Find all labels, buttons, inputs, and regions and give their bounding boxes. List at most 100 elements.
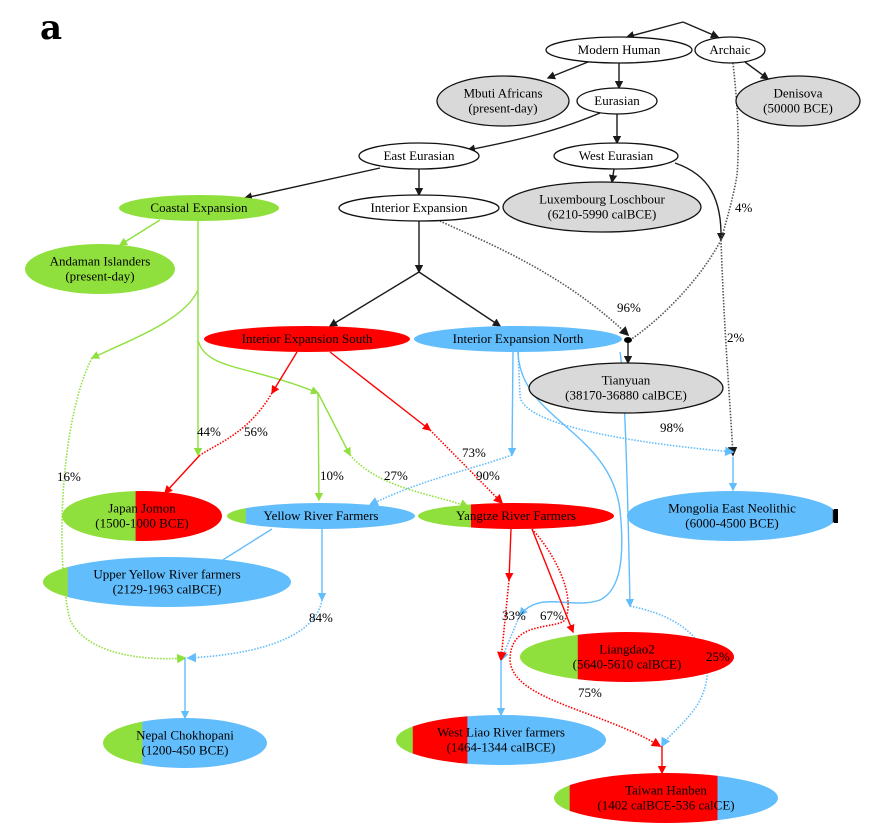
node-shape (358, 142, 480, 170)
edge-label-yangtze-westliao: 33% (502, 608, 526, 623)
node-shape (735, 75, 861, 127)
node-label: Upper Yellow River farmers (93, 567, 240, 582)
node-label: East Eurasian (383, 148, 455, 163)
edge-coastal-andaman (118, 219, 161, 246)
node-label: (6210-5990 calBCE) (548, 207, 657, 222)
edge-west-junction (674, 162, 726, 242)
node-shape (545, 36, 693, 64)
node-nepal: Nepal Chokhopani(1200-450 BCE) (103, 718, 267, 768)
edge-label-coastal-yangtze: 27% (384, 468, 408, 483)
node-eurasian: Eurasian (576, 87, 658, 115)
node-interior-south: Interior Expansion South (204, 326, 410, 352)
node-label: Mongolia East Neolithic (668, 501, 796, 516)
edge-label-interior-tianyuan: 96% (617, 300, 641, 315)
edge-split-north (418, 271, 502, 327)
edge-yellow-nepal-b (186, 599, 323, 663)
edge-yangtze-liangdao (531, 528, 575, 634)
edge-label-yellow-nepal: 84% (309, 610, 333, 625)
edge-label-north-yellow: 90% (476, 468, 500, 483)
node-label: (6000-4500 BCE) (685, 516, 779, 531)
node-label: Liangdao2 (599, 642, 655, 657)
node-label: (1464-1344 calBCE) (447, 740, 556, 755)
node-label: (2129-1963 calBCE) (113, 582, 222, 597)
node-japan-jomon: Japan Jomon(1500-1000 BCE) (62, 491, 222, 541)
node-interior-expansion: Interior Expansion (338, 194, 500, 222)
edge-coastal-split (197, 339, 320, 395)
node-label: Modern Human (578, 42, 661, 57)
edge-junction-mongolia (720, 239, 738, 457)
edge-coastal-yangtze-b (349, 454, 470, 509)
node-segment-interior_south (569, 773, 719, 823)
edge-modern-mbuti (546, 61, 589, 80)
edge-south-yangtze-a (329, 351, 432, 431)
node-shape (576, 87, 658, 115)
edge-coastal-nepal-b (61, 357, 187, 664)
node-label: Andaman Islanders (50, 254, 151, 269)
edge-label-coastal-yellow: 10% (320, 468, 344, 483)
node-label: Japan Jomon (108, 501, 176, 516)
edge-coastal-nepal-a (90, 289, 199, 359)
node-mbuti: Mbuti Africans(present-day) (436, 75, 570, 127)
node-label: Interior Expansion South (242, 331, 373, 346)
edge-label-archaic-tianyuan: 4% (735, 200, 753, 215)
edge-root-modern (625, 21, 684, 40)
node-label: Nepal Chokhopani (136, 728, 234, 743)
node-label: Coastal Expansion (150, 200, 248, 215)
node-coastal-expansion: Coastal Expansion (119, 195, 279, 221)
node-taiwan-hanben: Taiwan Hanben(1402 calBCE-536 calCE) (554, 773, 778, 823)
node-yangtze-river: Yangtze River Farmers (418, 503, 614, 529)
edge-label-north-taiwan: 25% (706, 649, 730, 664)
node-label: Taiwan Hanben (625, 783, 707, 798)
node-segment-coastal (43, 557, 69, 607)
edge-label-archaic-mongolia: 2% (727, 330, 745, 345)
admix-junction-dot (624, 337, 632, 343)
node-shape (694, 36, 766, 64)
node-label: (1500-1000 BCE) (95, 516, 189, 531)
node-label: (50000 BCE) (763, 101, 833, 116)
node-label: Denisova (773, 86, 822, 101)
edge-split-south (328, 271, 420, 327)
node-segment-coastal (227, 503, 247, 529)
node-luxembourg: Luxembourg Loschbour(6210-5990 calBCE) (502, 181, 702, 233)
node-label: (present-day) (468, 101, 537, 116)
edge-north-westliao-b (499, 614, 521, 662)
node-west-liao: West Liao River farmers(1464-1344 calBCE… (396, 715, 606, 765)
node-label: West Liao River farmers (437, 725, 565, 740)
node-mongolia: Mongolia East Neolithic(6000-4500 BCE) (627, 491, 837, 541)
edge-north-westliao-a (517, 351, 623, 617)
edge-labels: 4%96%2%98%44%56%16%10%27%73%90%84%33%67%… (57, 200, 753, 700)
node-west-eurasian: West Eurasian (553, 142, 679, 170)
node-label: (5640-5610 calBCE) (573, 657, 682, 672)
node-label: (1402 calBCE-536 calCE) (597, 798, 734, 813)
edge-eurasian-east (466, 112, 601, 153)
node-shape (204, 326, 410, 352)
edge-west-luxembourg (608, 168, 618, 184)
edge-north-mongolia (517, 351, 735, 457)
node-andaman: Andaman Islanders(present-day) (25, 244, 175, 294)
panel-label: a (40, 8, 63, 48)
node-upper-yellow: Upper Yellow River farmers(2129-1963 cal… (43, 557, 291, 607)
node-shape (414, 326, 622, 352)
archaic-admix-marker (834, 509, 838, 523)
node-label: (38170-36880 calBCE) (565, 388, 687, 403)
edge-north-yellow-b (368, 454, 513, 506)
edge-yangtze-taiwan (509, 528, 662, 747)
edge-label-coastal-nepal: 16% (57, 469, 81, 484)
node-denisova: Denisova(50000 BCE) (735, 75, 861, 127)
edge-north-yellow-a (507, 351, 517, 457)
edge-junction-tianyuan (629, 239, 722, 341)
node-label: Luxembourg Loschbour (539, 192, 665, 207)
node-label: (present-day) (65, 269, 134, 284)
node-label: Interior Expansion North (453, 331, 584, 346)
node-segment-coastal (396, 715, 414, 765)
node-segment-interior_north (67, 557, 291, 607)
edge-archaic-admix (720, 62, 740, 241)
node-shape (436, 75, 570, 127)
edge-jomon-in (164, 454, 201, 495)
edge-yangtze-westliao-a (505, 528, 514, 582)
node-label: Tianyuan (602, 373, 651, 388)
edge-south-jomon-b (199, 392, 273, 456)
edge-yangtze-westliao-b (497, 579, 510, 662)
edge-interior-tianyuan (439, 220, 630, 337)
